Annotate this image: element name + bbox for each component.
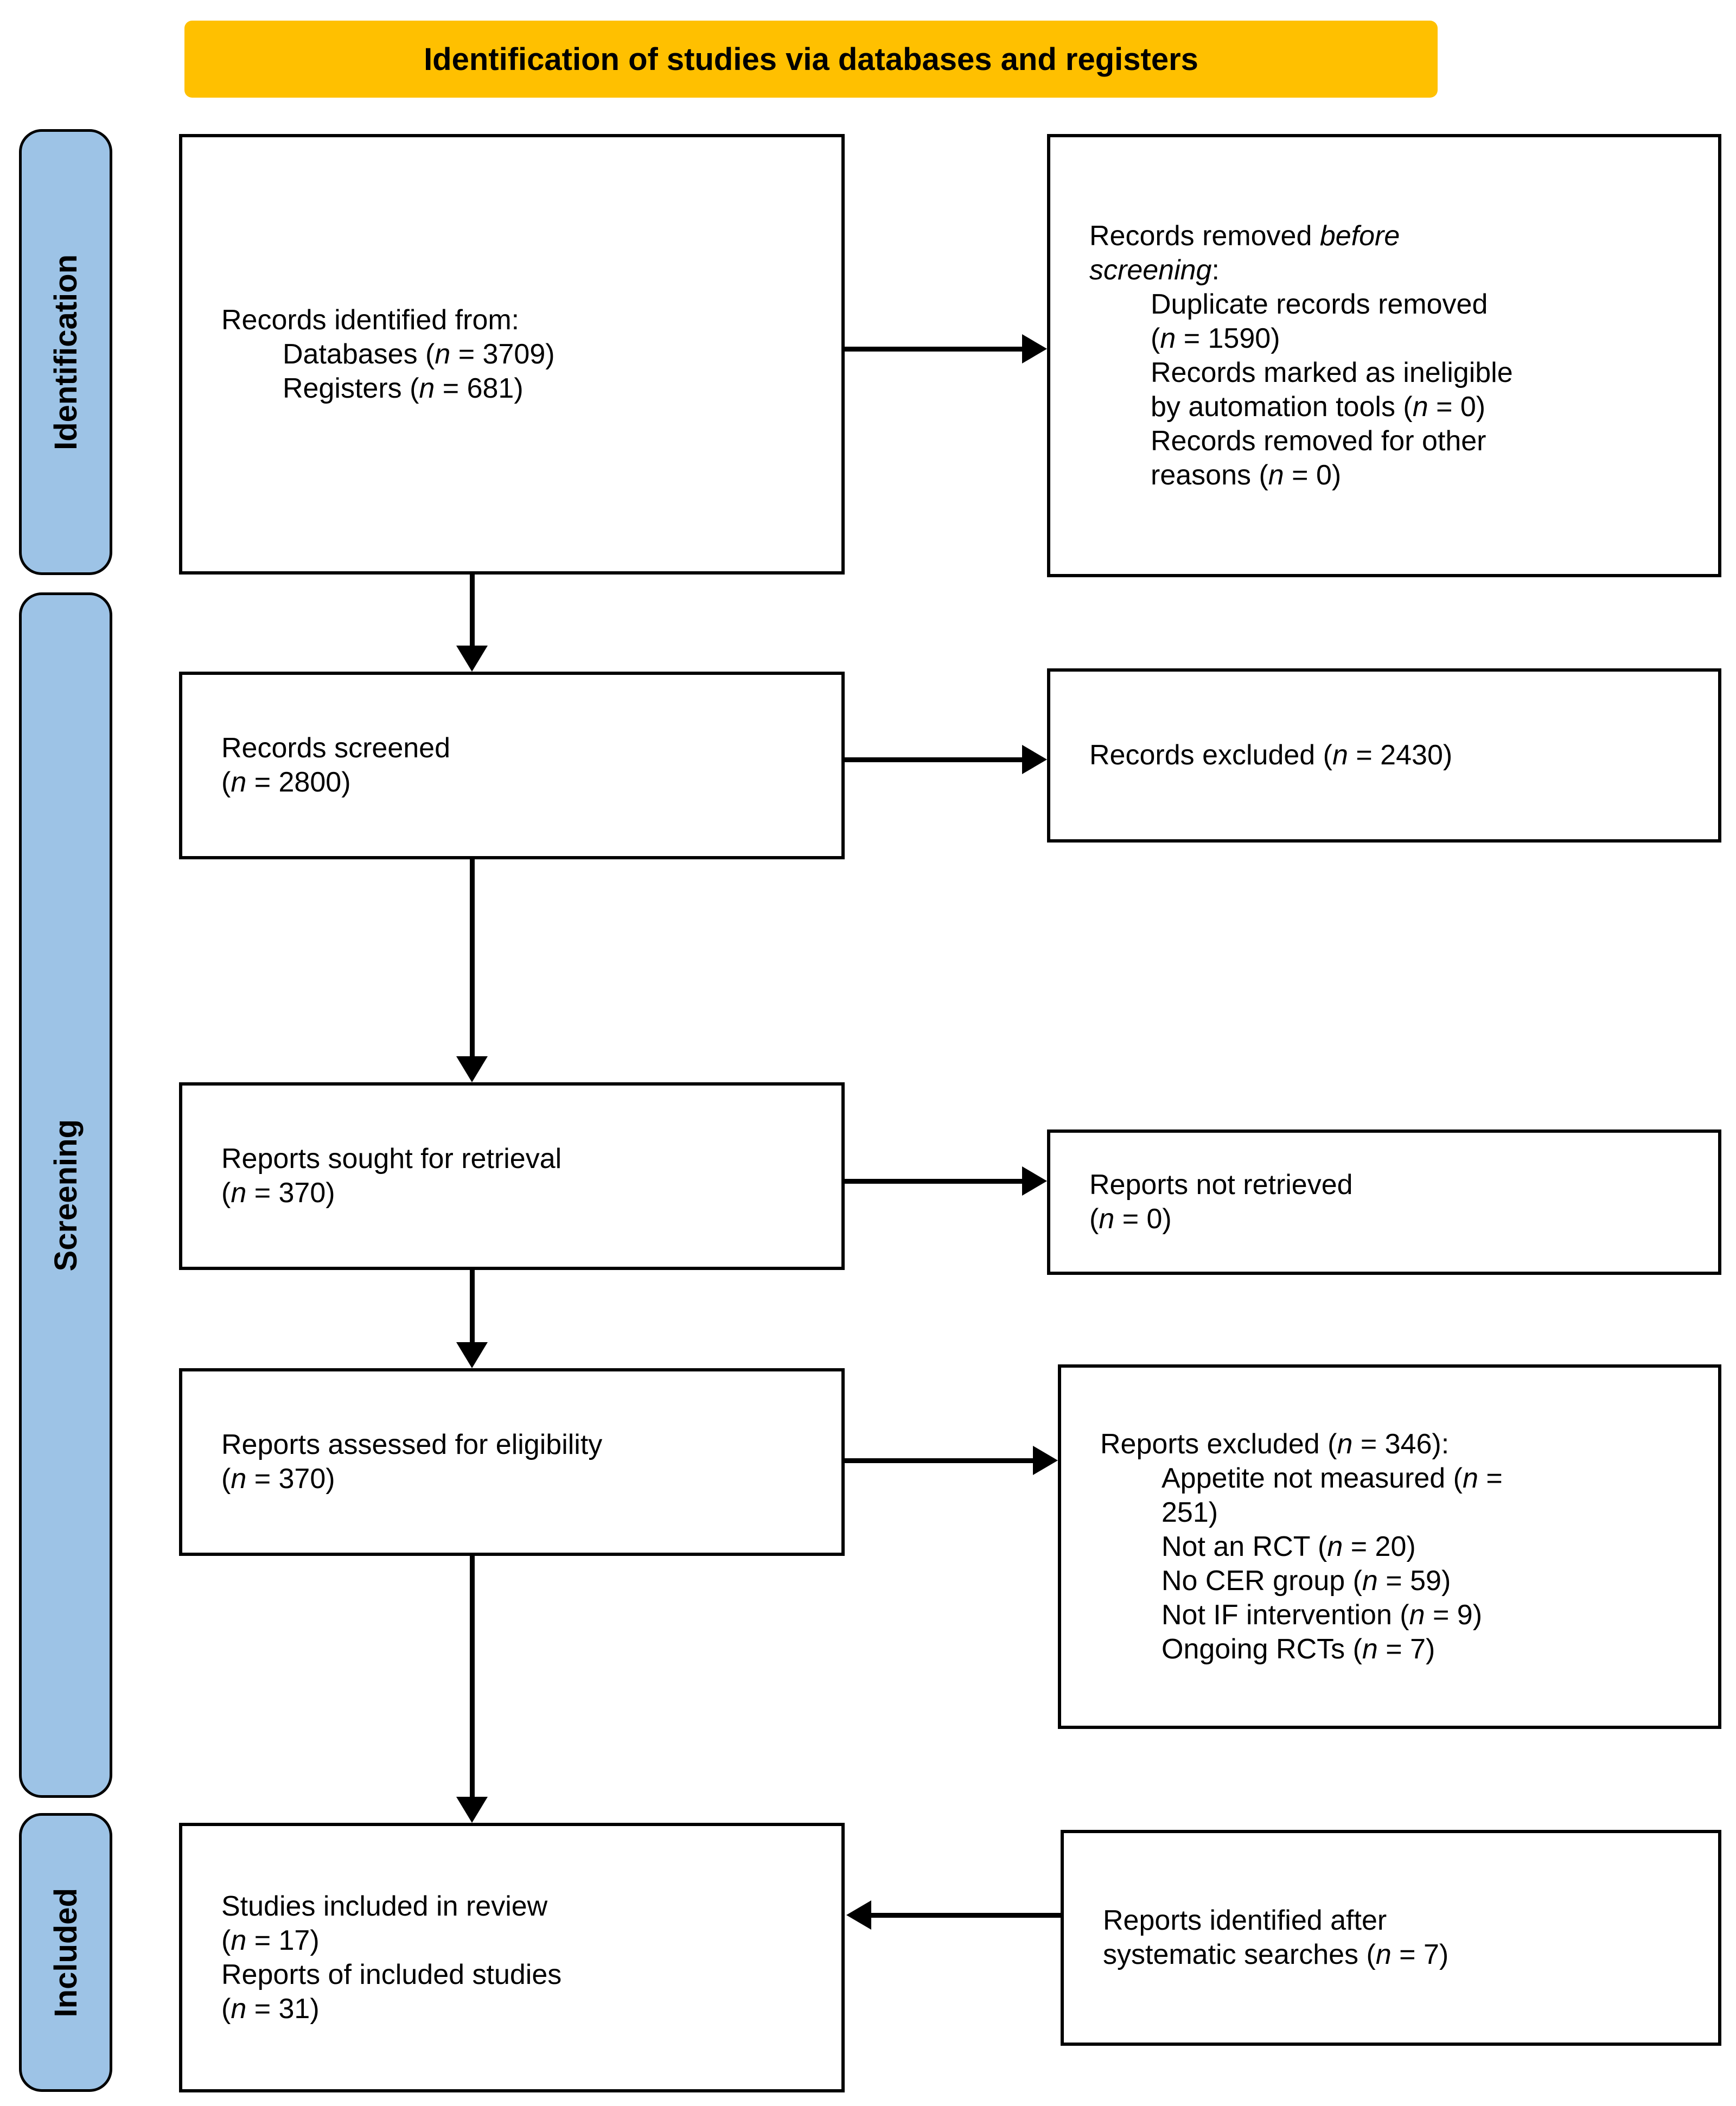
box-line: Reports of included studies [221, 1958, 562, 1990]
box-line: systematic searches (n = 7) [1103, 1939, 1449, 1970]
arrowhead-down-icon [456, 1797, 488, 1823]
arrowhead-right-icon [1022, 334, 1047, 363]
arrow-shaft [845, 1179, 1022, 1184]
box-line: Not IF intervention (n = 9) [1161, 1599, 1483, 1631]
stage-label-included: Included [19, 1813, 112, 2092]
arrow-shaft [845, 757, 1022, 762]
box-line: Ongoing RCTs (n = 7) [1161, 1633, 1435, 1665]
box-line: Registers (n = 681) [283, 372, 524, 404]
box-line: (n = 31) [221, 1993, 320, 2025]
box-studies-included: Studies included in review(n = 17)Report… [179, 1823, 845, 2092]
box-line: (n = 17) [221, 1924, 320, 1956]
stage-label-identification-text: Identification [48, 254, 84, 450]
arrow-shaft [470, 1555, 475, 1798]
arrow-shaft [845, 347, 1022, 352]
box-reports-sought: Reports sought for retrieval(n = 370) [179, 1082, 845, 1270]
arrowhead-down-icon [456, 1056, 488, 1082]
box-line: (n = 0) [1089, 1203, 1172, 1235]
box-line: Records removed for other [1151, 425, 1486, 457]
box-records-screened: Records screened(n = 2800) [179, 672, 845, 859]
box-line: Reports assessed for eligibility [221, 1429, 603, 1460]
box-line: Reports not retrieved [1089, 1169, 1353, 1201]
box-line: 251) [1161, 1496, 1218, 1528]
arrow-shaft [871, 1913, 1061, 1918]
arrow-shaft [470, 1269, 475, 1344]
box-line: Appetite not measured (n = [1161, 1462, 1503, 1494]
arrowhead-down-icon [456, 646, 488, 672]
box-line: Records screened [221, 732, 450, 764]
box-line: Records marked as ineligible [1151, 356, 1513, 388]
box-reports-not-retrieved: Reports not retrieved(n = 0) [1047, 1129, 1721, 1275]
box-line: reasons (n = 0) [1151, 459, 1342, 491]
box-reports-assessed: Reports assessed for eligibility(n = 370… [179, 1368, 845, 1556]
box-line: (n = 2800) [221, 767, 351, 798]
box-line: Reports sought for retrieval [221, 1143, 562, 1175]
box-line: Studies included in review [221, 1890, 548, 1922]
arrowhead-right-icon [1022, 1166, 1047, 1196]
stage-label-identification: Identification [19, 129, 112, 575]
banner-title: Identification of studies via databases … [424, 41, 1198, 77]
box-line: (n = 370) [221, 1463, 335, 1495]
box-line: (n = 370) [221, 1177, 335, 1209]
box-line: Reports excluded (n = 346): [1100, 1428, 1450, 1460]
stage-label-screening: Screening [19, 592, 112, 1798]
arrowhead-left-icon [846, 1900, 871, 1930]
stage-label-included-text: Included [48, 1887, 84, 2018]
box-line: Records removed before [1089, 220, 1400, 252]
box-line: Reports identified after [1103, 1905, 1387, 1936]
box-records-excluded: Records excluded (n = 2430) [1047, 668, 1721, 843]
box-line: Not an RCT (n = 20) [1161, 1530, 1416, 1562]
banner: Identification of studies via databases … [184, 21, 1438, 98]
arrowhead-down-icon [456, 1342, 488, 1368]
arrowhead-right-icon [1022, 745, 1047, 774]
box-records-identified: Records identified from:Databases (n = 3… [179, 134, 845, 575]
box-line: Duplicate records removed [1151, 288, 1488, 320]
box-line: No CER group (n = 59) [1161, 1565, 1451, 1597]
box-reports-excluded: Reports excluded (n = 346):Appetite not … [1058, 1364, 1721, 1729]
box-line: (n = 1590) [1151, 322, 1280, 354]
box-line: Records excluded (n = 2430) [1089, 739, 1453, 771]
arrow-shaft [470, 573, 475, 647]
box-line: by automation tools (n = 0) [1151, 391, 1486, 423]
box-line: screening: [1089, 254, 1220, 286]
arrow-shaft [845, 1458, 1033, 1463]
box-line: Databases (n = 3709) [283, 338, 555, 370]
box-line: Records identified from: [221, 304, 520, 336]
arrowhead-right-icon [1033, 1446, 1058, 1475]
arrow-shaft [470, 859, 475, 1057]
stage-label-screening-text: Screening [48, 1119, 84, 1272]
